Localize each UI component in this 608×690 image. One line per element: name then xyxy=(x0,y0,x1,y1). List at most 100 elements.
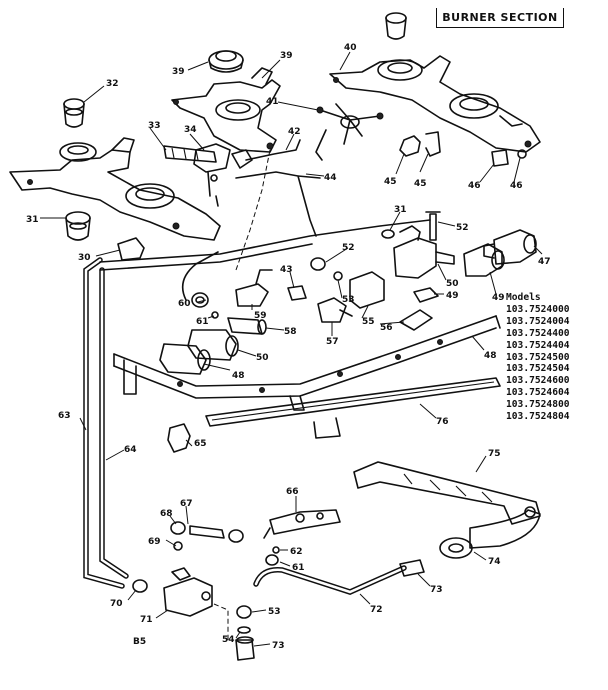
callout-64: 65 xyxy=(194,439,207,449)
valve-bracket-65 xyxy=(263,509,341,539)
callout-39: 43 xyxy=(280,265,293,275)
tube-63 xyxy=(99,267,129,579)
hose-66 xyxy=(189,525,225,539)
fitting-60-bottom xyxy=(265,554,279,566)
callout-56: 57 xyxy=(326,337,339,347)
callout-62: 63 xyxy=(58,411,71,421)
valve-56 xyxy=(317,297,353,323)
callout-61-top: 61 xyxy=(196,317,209,327)
callout-63: 64 xyxy=(124,445,137,455)
burner-cap-top-right xyxy=(385,12,407,40)
valve-46-right xyxy=(463,243,505,277)
nut-51 xyxy=(381,229,395,239)
burner-cap-31 xyxy=(65,211,91,241)
valve-45-right xyxy=(483,229,537,265)
washer-53-top xyxy=(333,271,343,281)
valve-46-left xyxy=(187,329,239,361)
regulator-70 xyxy=(163,567,213,617)
callout-31-left: 31 xyxy=(26,215,39,225)
callout-labels: 39 32 39 40 33 34 41 42 44 45 45 46 46 3… xyxy=(26,43,551,651)
tube-74 xyxy=(439,509,541,559)
callout-38: 41 xyxy=(266,97,279,107)
clip-42 xyxy=(425,131,441,157)
model-number: 103.7524800 xyxy=(506,399,570,411)
pilot-line-b xyxy=(99,243,313,271)
callout-75: 75 xyxy=(488,449,501,459)
callout-39-top: 42 xyxy=(288,127,301,137)
valve-45-left xyxy=(159,343,211,375)
callout-65: 66 xyxy=(286,487,299,497)
washer-68 xyxy=(173,541,183,551)
callout-68: 69 xyxy=(148,537,161,547)
fitting-52-top xyxy=(310,257,326,271)
feed-line xyxy=(181,251,219,301)
burner-cap-35 xyxy=(208,50,244,73)
callout-74: 74 xyxy=(488,557,501,567)
screw-50 xyxy=(425,211,441,241)
callout-57: 58 xyxy=(284,327,297,337)
orifice-spider-38 xyxy=(315,103,384,161)
clip-30 xyxy=(117,237,145,261)
fitting-66b xyxy=(228,529,244,543)
washer-53-bottom xyxy=(237,626,251,634)
orifice-holder-57 xyxy=(227,317,267,335)
callout-69: 70 xyxy=(110,599,123,609)
callout-41: 45 xyxy=(384,177,397,187)
callout-53-top: 53 xyxy=(342,295,355,305)
callout-66: 67 xyxy=(180,499,193,509)
pilot-line xyxy=(99,219,431,263)
model-number: 103.7524804 xyxy=(506,411,570,423)
model-list: Models 103.7524000 103.7524004 103.75244… xyxy=(506,292,570,423)
fitting-73 xyxy=(399,559,425,577)
callout-30: 30 xyxy=(78,253,91,263)
callout-37: 40 xyxy=(344,43,357,53)
callout-55: 56 xyxy=(380,323,393,333)
orifice-59 xyxy=(287,285,307,301)
callout-43: 46 xyxy=(468,181,481,191)
callout-70: 71 xyxy=(140,615,153,625)
callout-61-bottom: 62 xyxy=(290,547,303,557)
fitting-71 xyxy=(235,636,255,661)
callout-36: 39 xyxy=(280,51,293,61)
burner-assembly-left xyxy=(9,137,221,241)
valve-block-34 xyxy=(193,143,253,207)
tube-39 xyxy=(245,139,301,161)
elbow-58 xyxy=(235,269,273,307)
callout-60-bottom: 61 xyxy=(292,563,305,573)
tube-40 xyxy=(235,171,321,237)
washer-61-top xyxy=(211,311,219,319)
model-number: 103.7524400 xyxy=(506,327,570,339)
fitting-67 xyxy=(170,521,186,535)
callout-42: 45 xyxy=(414,179,427,189)
burner-cap-32 xyxy=(63,98,85,128)
model-number: 103.7524504 xyxy=(506,363,570,375)
callout-46-right: 49 xyxy=(492,293,505,303)
model-number: 103.7524604 xyxy=(506,387,570,399)
model-list-heading: Models xyxy=(506,292,541,303)
callout-34: 34 xyxy=(184,125,197,135)
part-43 xyxy=(491,149,509,167)
callout-72: 72 xyxy=(370,605,383,615)
fitting-69 xyxy=(132,579,148,593)
part-44 xyxy=(517,149,527,159)
callout-40: 44 xyxy=(324,173,337,183)
dashed-guide-a xyxy=(235,149,271,271)
callout-50: 52 xyxy=(456,223,469,233)
manifold-47 xyxy=(113,315,501,411)
model-number: 103.7524004 xyxy=(506,315,570,327)
callout-71: 73 xyxy=(272,641,285,651)
callout-48: 49 xyxy=(446,291,459,301)
callout-53-bottom: 54 xyxy=(222,635,235,645)
callout-52-top: 52 xyxy=(342,243,355,253)
burner-assembly-center xyxy=(171,67,281,153)
model-number: 103.7524404 xyxy=(506,339,570,351)
rail-76 xyxy=(205,377,501,439)
callout-33: 33 xyxy=(148,121,161,131)
callout-32: 32 xyxy=(106,79,119,89)
callout-49: 50 xyxy=(446,279,459,289)
bracket-54 xyxy=(349,271,385,309)
callout-54: 55 xyxy=(362,317,375,327)
callout-58: 59 xyxy=(254,311,267,321)
model-number: 103.7524000 xyxy=(506,303,570,315)
